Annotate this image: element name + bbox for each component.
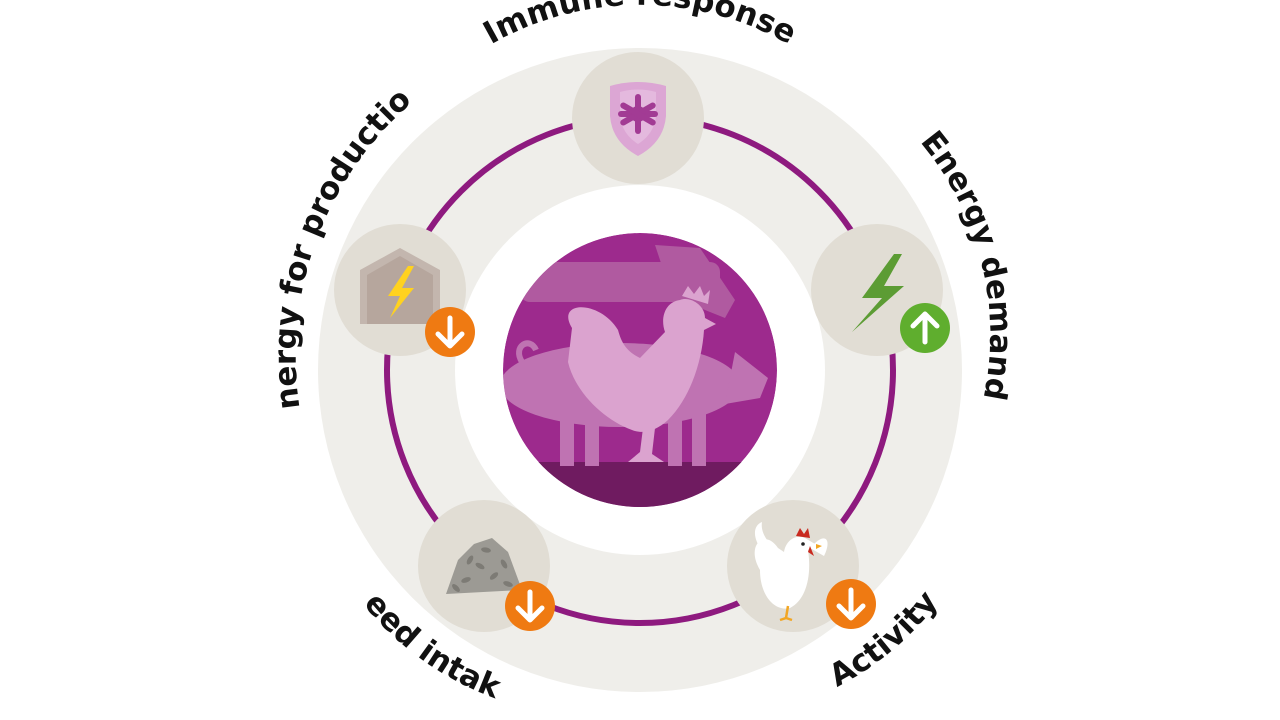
shield-star-icon — [610, 82, 666, 156]
node-feed-intake — [418, 500, 555, 632]
arrow-up-indicator — [900, 303, 950, 353]
arrow-down-indicator — [505, 581, 555, 631]
barn-bolt-icon — [360, 248, 440, 324]
center-illustration — [503, 233, 777, 507]
arrow-down-indicator — [826, 579, 876, 629]
white-hen-icon — [754, 522, 828, 622]
node-immune-response — [572, 52, 704, 184]
green-bolt-icon — [852, 254, 904, 332]
chicken-silhouette — [568, 286, 716, 462]
node-energy-for-production — [334, 224, 475, 357]
label-immune-response: Immune response — [477, 0, 802, 52]
arrow-down-indicator — [425, 307, 475, 357]
cow-silhouette — [520, 245, 735, 318]
node-activity — [727, 500, 876, 632]
feed-pile-icon — [446, 538, 522, 594]
node-energy-demand — [811, 224, 950, 356]
